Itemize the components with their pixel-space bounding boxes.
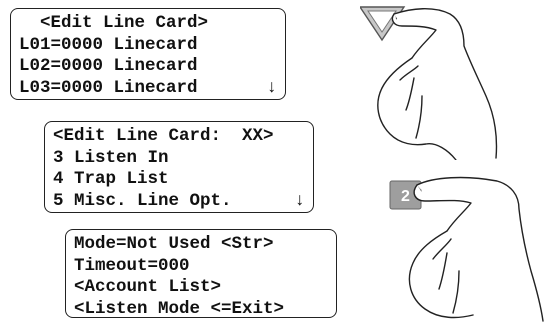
- scroll-down-arrow-icon: ↓: [294, 190, 305, 211]
- hand-pressing-arrow-key-illustration: [360, 6, 498, 160]
- lcd-line-account-list: <Account List>: [74, 277, 222, 297]
- menu-item-listen-in: 3 Listen In: [53, 147, 169, 168]
- lcd-display-edit-line-card: <Edit Line Card> L01=0000 Linecard L02=0…: [10, 8, 286, 100]
- lcd-line-l01: L01=0000 Linecard: [19, 34, 198, 55]
- lcd-display-line-card-menu: <Edit Line Card: XX> 3 Listen In 4 Trap …: [44, 121, 314, 213]
- hand-icon: [408, 176, 544, 322]
- key-2-label: 2: [401, 188, 410, 205]
- lcd-line-mode: Mode=Not Used <Str>: [74, 234, 274, 254]
- hand-pressing-key-2-illustration: 2: [389, 176, 544, 322]
- lcd-line-l03: L03=0000 Linecard ↓: [19, 78, 277, 100]
- lcd-line-title: <Edit Line Card>: [19, 13, 209, 33]
- menu-item-misc-line-opt: 5 Misc. Line Opt. ↓: [53, 191, 305, 213]
- scroll-down-arrow-icon: ↓: [266, 77, 277, 98]
- lcd-line-l02: L02=0000 Linecard: [19, 56, 198, 76]
- lcd-line-timeout: Timeout=000: [74, 255, 190, 276]
- lcd-line-title: <Edit Line Card: XX>: [53, 126, 274, 146]
- lcd-line-text: L03=0000 Linecard: [19, 77, 198, 98]
- hand-icon: [377, 8, 498, 160]
- lcd-line-listen-mode: <Listen Mode <=Exit>: [74, 298, 285, 319]
- lcd-line-text: 5 Misc. Line Opt.: [53, 190, 232, 211]
- lcd-display-listen-in-options: Mode=Not Used <Str> Timeout=000 <Account…: [65, 229, 337, 319]
- menu-item-trap-list: 4 Trap List: [53, 169, 169, 189]
